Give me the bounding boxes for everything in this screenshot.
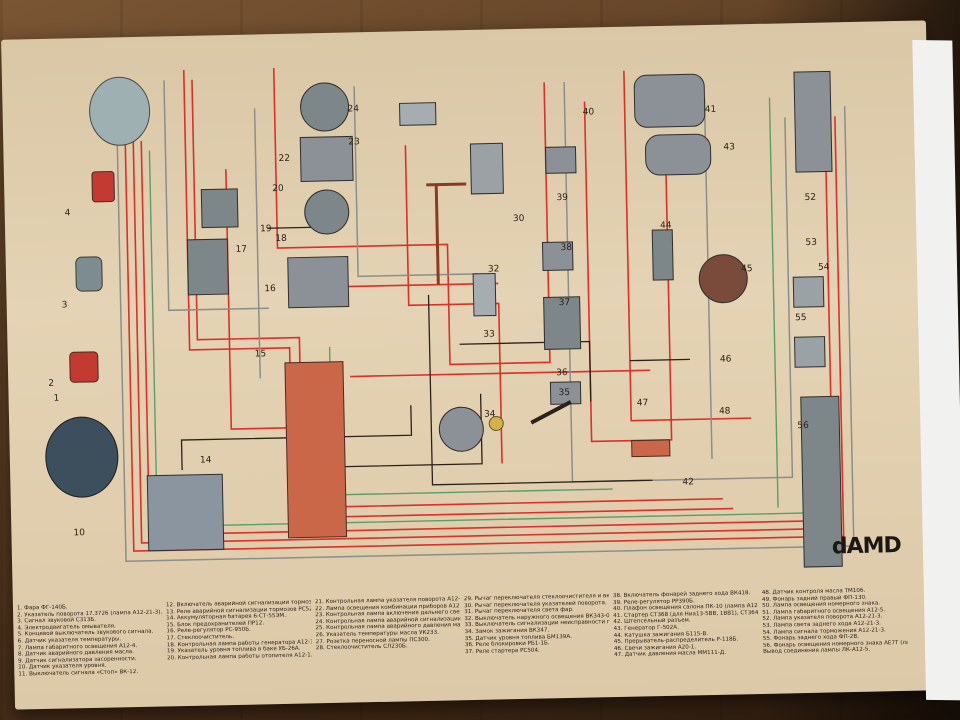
wiring-diagram [23,35,914,593]
rear-lamp-55 [792,276,825,308]
label-46: 46 [719,354,732,365]
label-33: 33 [483,329,495,340]
label-35: 35 [558,387,571,399]
ignition-coil [651,229,674,281]
headlamp-top [89,76,151,146]
wiper-unit [398,102,437,126]
rear-lamp-53 [793,336,826,368]
legend: 1. Фара ФГ-140Б. 2. Указатель поворота 1… [17,587,909,702]
distributor [698,254,748,304]
label-55: 55 [794,312,807,324]
fuse-block [284,361,348,539]
connector-42 [631,439,671,458]
legend-column: 29. Рычаг переключателя стеклоочистителя… [464,593,611,692]
label-15: 15 [254,349,267,360]
label-52: 52 [804,192,817,203]
label-44: 44 [660,220,672,231]
label-20: 20 [272,183,284,195]
label-22: 22 [278,153,291,164]
legend-column: 1. Фара ФГ-140Б. 2. Указатель поворота 1… [17,603,164,702]
label-42: 42 [682,477,695,488]
label-10: 10 [73,528,85,539]
gauge-cluster-top [300,82,350,132]
relay-36 [543,296,582,350]
label-54: 54 [817,262,830,273]
brown-wires [426,182,467,285]
legend-column: 38. Включатель фонарей заднего хода ВК41… [613,590,760,689]
label-34: 34 [483,409,496,420]
label-14: 14 [199,455,212,466]
gauge-cluster-bottom [304,189,350,235]
wiper-motor [186,238,229,296]
components [45,70,843,568]
tail-lamp-top [793,70,833,173]
battery [146,473,225,552]
label-19: 19 [260,224,272,235]
starter-motor [633,73,706,128]
wiring-diagram-svg [45,68,855,568]
label-48: 48 [718,406,731,417]
label-39: 39 [556,192,569,204]
voltage-regulator [287,256,350,309]
headlamp-bottom [45,416,119,498]
logo: dAMD [831,533,902,560]
label-30: 30 [512,213,525,225]
label-41: 41 [704,104,717,116]
relay-13 [200,188,239,229]
legend-column: 48. Датчик контроля масла ТМ106. 49. Фон… [762,587,909,686]
wiring-diagram-poster: 1 2 3 4 10 14 15 16 17 18 19 20 22 23 24… [1,20,960,710]
label-3: 3 [61,300,68,311]
label-38: 38 [560,242,573,254]
label-18: 18 [275,233,287,245]
generator [645,133,712,176]
label-32: 32 [487,264,500,275]
ignition-key [488,415,504,431]
rear-lamp-block [800,395,843,568]
turn-indicator [91,170,115,203]
label-36: 36 [556,367,568,379]
gauge-cluster-mid [299,135,354,183]
legend-column: 21. Контрольная лампа указателя поворота… [315,596,462,695]
poster-edge [912,39,960,701]
label-4: 4 [64,208,71,219]
label-16: 16 [264,284,276,295]
switch-33 [472,272,497,317]
relay-39 [544,146,577,174]
label-23: 23 [348,137,360,148]
side-lamp [69,351,99,383]
label-40: 40 [582,107,595,118]
label-53: 53 [805,237,818,248]
label-43: 43 [723,142,736,153]
label-17: 17 [235,244,248,255]
label-24: 24 [347,104,360,115]
horn [75,256,103,292]
label-2: 2 [48,378,55,389]
label-47: 47 [636,398,649,409]
label-45: 45 [740,264,753,275]
wiper-blade [530,400,572,425]
starter-relay [541,241,574,271]
ignition-switch [438,406,484,452]
label-1: 1 [53,393,60,404]
legend-column: 12. Включатель аварийной сигнализации то… [166,599,313,698]
gray-wires [115,80,855,563]
steering-switch [469,142,504,195]
label-37: 37 [558,297,571,309]
label-56: 56 [797,420,809,432]
